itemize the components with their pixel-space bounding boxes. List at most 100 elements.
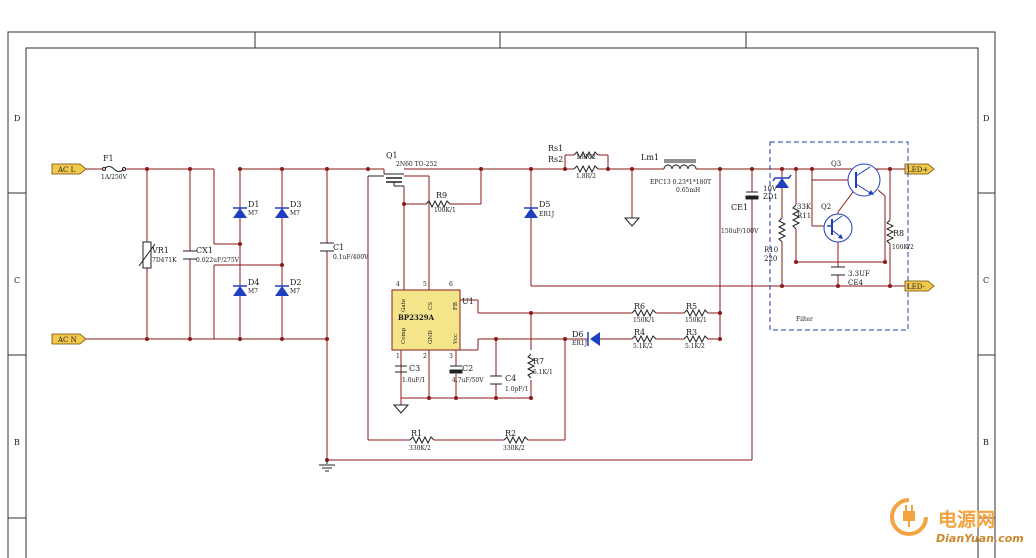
cx1-label: CX1 — [196, 246, 213, 255]
r10-value: 220 — [764, 255, 777, 263]
wires — [85, 154, 905, 461]
r1-value: 330K/2 — [409, 445, 431, 452]
watermark-en: DianYuan.com — [936, 532, 1024, 545]
r7-value: 5.1K/1 — [533, 369, 553, 376]
rs1-label: Rs1 — [548, 144, 563, 153]
transistor-q2 — [823, 213, 853, 243]
filter-label: Filter — [796, 316, 813, 323]
rs2-label: Rs2 — [548, 155, 563, 164]
c2-label: C2 — [462, 364, 473, 373]
chip-name: BP2329A — [398, 313, 435, 322]
zone-label-left-d: D — [14, 114, 20, 123]
d2-value: M7 — [290, 288, 300, 295]
ground-symbol-chip — [392, 404, 410, 414]
zone-label-left-c: C — [14, 276, 20, 285]
c4-label: C4 — [505, 374, 516, 383]
r11-label: R11 — [797, 212, 811, 220]
fuse-f1 — [102, 166, 126, 172]
port-led-minus: LED- — [904, 280, 935, 292]
zone-label-left-b: B — [14, 438, 20, 447]
q2-label: Q2 — [821, 203, 831, 211]
c3-value: 1.0uF/1 — [402, 377, 425, 384]
pin-3-number: 3 — [449, 353, 453, 360]
vr1-value: 7D471K — [152, 257, 177, 264]
q1-value: 2N60 TO-252 — [396, 161, 437, 168]
pin-1-number: 1 — [396, 353, 400, 360]
r5-value: 150K/1 — [685, 317, 707, 324]
r10-label: R10 — [764, 246, 778, 254]
c2-value: 4.7uF/50V — [452, 377, 484, 384]
diode-d1 — [233, 207, 247, 218]
pin-fb-label: FB — [453, 302, 459, 310]
watermark-cn: 电源网 — [938, 508, 995, 531]
diode-d2 — [275, 285, 289, 296]
zone-label-right-b: B — [983, 438, 989, 447]
d3-label: D3 — [290, 200, 302, 209]
zd1-value: 10V — [763, 185, 778, 193]
c3-label: C3 — [409, 364, 420, 373]
lm1-inductance: 0.65mH — [676, 187, 700, 194]
d5-value: ER1J — [539, 211, 555, 218]
c4-value: 1.0pF/1 — [505, 386, 528, 393]
port-ac-l-label: AC L — [57, 166, 76, 174]
q1-label: Q1 — [386, 151, 398, 160]
d1-label: D1 — [248, 200, 260, 209]
diode-d6 — [587, 332, 600, 346]
ground-symbol-main — [319, 460, 335, 472]
r5-label: R5 — [686, 302, 697, 311]
ce1-value: 150uF/100V — [721, 228, 759, 235]
f1-value: 1A/250V — [101, 174, 128, 181]
r4-label: R4 — [634, 328, 645, 337]
ce4-label: CE4 — [848, 279, 863, 287]
r8-label: R8 — [893, 229, 904, 238]
lm1-value: EPC13 0.23*1*180T — [650, 179, 711, 186]
c1-label: C1 — [333, 243, 344, 252]
pin-cs-label: CS — [428, 302, 434, 310]
diode-d5 — [524, 207, 538, 218]
rs1-value: 1.8R/2 — [576, 154, 596, 161]
zener-zd1 — [772, 174, 792, 188]
diode-d4 — [233, 285, 247, 296]
pin-5-number: 5 — [423, 281, 427, 288]
capacitor-c4 — [490, 375, 502, 385]
r7-label: R7 — [533, 357, 544, 366]
r11-value: 33K — [797, 203, 812, 211]
port-led-minus-label: LED- — [907, 283, 926, 291]
r6-value: 150K/1 — [633, 317, 655, 324]
r2-label: R2 — [505, 429, 516, 438]
capacitor-c3 — [395, 365, 407, 373]
d1-value: M7 — [248, 210, 258, 217]
port-ac-n-label: AC N — [57, 336, 77, 344]
ce1-label: CE1 — [731, 203, 748, 212]
f1-label: F1 — [103, 154, 114, 163]
d3-value: M7 — [290, 210, 300, 217]
u1-label: U1 — [462, 297, 474, 306]
diode-d3 — [275, 207, 289, 218]
inductor-lm1 — [663, 159, 697, 170]
r4-value: 5.1K/2 — [633, 343, 653, 350]
zd1-label: ZD1 — [763, 193, 778, 201]
port-led-plus: LED+ — [904, 163, 935, 175]
r3-label: R3 — [686, 328, 697, 337]
r6-label: R6 — [634, 302, 645, 311]
c1-value: 0.1uF/400V — [333, 254, 369, 261]
capacitor-ce4 — [831, 266, 845, 276]
d5-label: D5 — [539, 200, 551, 209]
varistor-vr1 — [138, 241, 156, 269]
d4-label: D4 — [248, 278, 260, 287]
pin-4-number: 4 — [396, 281, 400, 288]
zone-label-right-d: D — [983, 114, 989, 123]
pin-gnd-label: GND — [428, 330, 434, 344]
capacitor-c2 — [449, 365, 463, 374]
capacitor-cx1 — [183, 250, 197, 260]
r1-label: R1 — [411, 429, 422, 438]
pin-gate-label: Gate — [401, 299, 407, 312]
r2-value: 330K/2 — [503, 445, 525, 452]
cx1-value: 0.022uF/275V — [196, 257, 240, 264]
vr1-label: VR1 — [151, 246, 169, 255]
capacitor-c1 — [320, 242, 334, 252]
sheet-frame — [7, 31, 996, 558]
port-led-plus-label: LED+ — [907, 166, 928, 174]
